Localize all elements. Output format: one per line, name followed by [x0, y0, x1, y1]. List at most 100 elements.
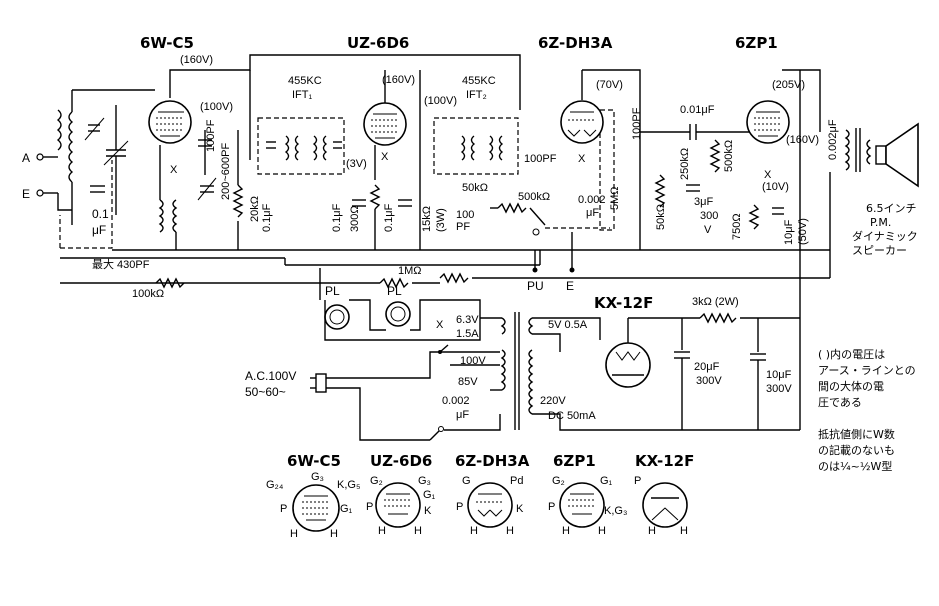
voltage-160v-b: (160V)	[382, 74, 415, 86]
cap-100-unit: PF	[456, 221, 470, 233]
pin-kg3-4: K,G₃	[604, 505, 627, 517]
cap-100pf-2: 100PF	[524, 153, 557, 165]
x-mark-2: X	[381, 151, 389, 163]
res-50k-1: 50kΩ	[462, 182, 488, 194]
res-20k: 20kΩ	[249, 196, 261, 222]
tube-6zp1: X	[746, 100, 790, 181]
pin-h-1b: H	[330, 528, 338, 540]
pin-g1-4: G₁	[600, 475, 613, 487]
tube-title-6zp1: 6ZP1	[735, 34, 778, 52]
note-3: 間の大体の電	[818, 379, 884, 393]
x-mark-5: X	[436, 319, 444, 331]
pinout-6z-dh3a	[467, 482, 513, 528]
pinout-title-6z-dh3a: 6Z-DH3A	[455, 452, 530, 470]
speaker-icon	[875, 122, 919, 188]
filter-section	[674, 70, 801, 431]
ac-freq-label: 50~60~	[245, 385, 286, 399]
note-6: の記載のないも	[818, 443, 895, 457]
cap-100pf-4: 100PF	[631, 107, 643, 140]
ift1-name: IFT₁	[292, 89, 312, 101]
pu-terminal: PU	[527, 279, 544, 293]
pin-g2-4: G₂	[552, 475, 565, 487]
cap-20uf-volt: 300V	[696, 375, 722, 387]
power-transformer	[450, 312, 680, 431]
fil-1.5a: 1.5A	[456, 328, 479, 340]
cap-3uf: 3μF	[694, 196, 713, 208]
tube-title-6w-c5: 6W-C5	[140, 34, 194, 52]
pin-g3-1: G₃	[311, 471, 324, 483]
x-mark-3: X	[578, 153, 586, 165]
res-500k: 500kΩ	[723, 140, 735, 172]
voltage-100v-a: (100V)	[200, 101, 233, 113]
cap-10uf: 10μF	[783, 219, 795, 245]
tube-uz-6d6: X	[352, 102, 412, 250]
volume-control	[490, 109, 615, 236]
cap-0.1uf-3: 0.1μF	[331, 203, 343, 232]
x-mark-1: X	[170, 164, 178, 176]
cap-3uf-volt: 300	[700, 210, 718, 222]
pin-p-1: P	[280, 503, 287, 515]
tap-85v: 85V	[458, 376, 478, 388]
pinout-title-6w-c5: 6W-C5	[287, 452, 341, 470]
hv-220v: 220V	[540, 395, 566, 407]
cap-10uf-filter-volt: 300V	[766, 383, 792, 395]
x-mark-4: X	[764, 169, 772, 181]
speaker-type: P.M.	[870, 216, 891, 229]
voltage-10v: (10V)	[762, 181, 789, 193]
pin-g1-2: G₁	[423, 489, 436, 501]
ift2-can	[433, 117, 519, 175]
tube-6w-c5: X	[148, 100, 192, 176]
speaker-label: スピーカー	[852, 244, 907, 257]
res-750: 750Ω	[731, 213, 743, 240]
cap-10uf-volt: (50V)	[797, 218, 809, 245]
pin-h-3a: H	[470, 525, 478, 537]
tube-title-kx-12f: KX-12F	[594, 294, 653, 312]
cap-10uf-filter: 10μF	[766, 369, 792, 381]
res-5m: 5MΩ	[609, 186, 621, 210]
tuning-capacitor-gang	[59, 105, 217, 249]
speaker-size: 6.5インチ	[866, 202, 917, 215]
input-a-label: A	[22, 151, 30, 165]
note-1: ( )内の電圧は	[818, 347, 885, 361]
voltage-3v: (3V)	[346, 158, 367, 170]
pin-h-5a: H	[648, 525, 656, 537]
pilot-lamp-2-label: PL	[387, 284, 402, 298]
ac-input	[310, 344, 501, 441]
cap-0.002-1: 0.002	[578, 194, 606, 206]
cap-0.01uf: 0.01μF	[680, 104, 715, 116]
pin-p-2: P	[366, 501, 373, 513]
res-50k-2: 50kΩ	[655, 204, 667, 230]
b-plus-wiring	[169, 54, 821, 250]
voltage-100v-b: (100V)	[424, 95, 457, 107]
pilot-lamp-1-label: PL	[325, 284, 340, 298]
fil-6.3v: 6.3V	[456, 314, 479, 326]
cap-200-600pf: 200~600PF	[220, 143, 232, 200]
input-e-label: E	[22, 187, 30, 201]
e-terminal: E	[566, 279, 574, 293]
speaker-kind: ダイナミック	[852, 229, 918, 243]
res-250k: 250kΩ	[679, 148, 691, 180]
pin-k-2: K	[424, 505, 432, 517]
antenna-input	[36, 89, 155, 225]
cap-20uf: 20μF	[694, 361, 720, 373]
pin-h-5b: H	[680, 525, 688, 537]
voltage-160v-a: (160V)	[180, 54, 213, 66]
ift1-freq: 455KC	[288, 75, 322, 87]
pinout-6w-c5	[292, 484, 340, 532]
pin-g3-2: G₃	[418, 475, 431, 487]
pinout-uz-6d6	[375, 482, 421, 528]
pin-g2-2: G₂	[370, 475, 383, 487]
pinout-kx-12f	[642, 482, 688, 528]
pin-g24-1: G₂₄	[266, 479, 284, 491]
pin-h-2a: H	[378, 525, 386, 537]
pin-p-5: P	[634, 475, 641, 487]
ift2-freq: 455KC	[462, 75, 496, 87]
pin-p-4: P	[548, 501, 555, 513]
res-3k-2w: 3kΩ (2W)	[692, 296, 739, 308]
pilot-lamps	[319, 268, 481, 341]
tube-title-6z-dh3a: 6Z-DH3A	[538, 34, 613, 52]
ac-100v-label: A.C.100V	[245, 369, 296, 383]
pin-k-3: K	[516, 503, 524, 515]
cap-100pf-1: 100PF	[205, 119, 217, 152]
